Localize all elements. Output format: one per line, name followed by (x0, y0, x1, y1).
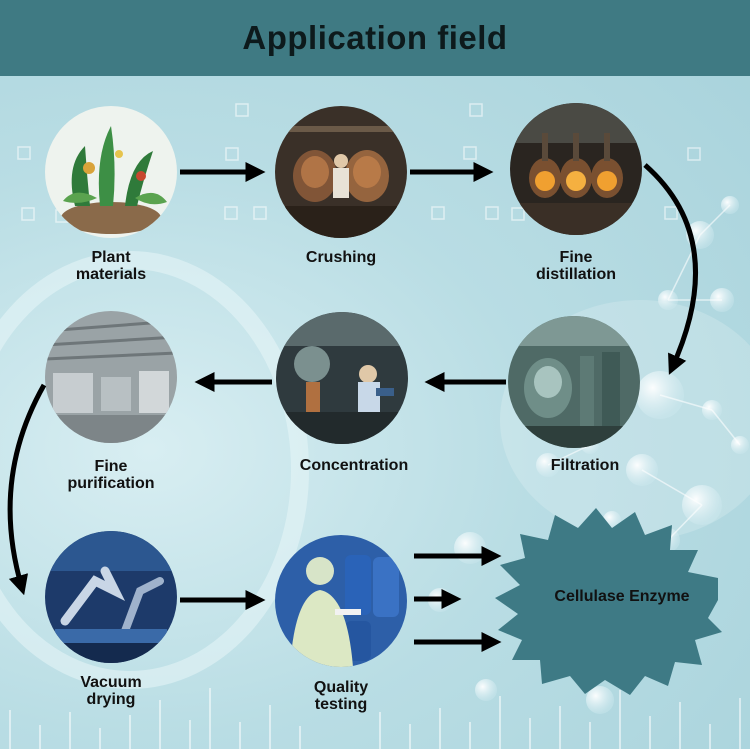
fine-purification-label: Fine purification (67, 458, 155, 492)
fine-distillation-label: Fine distillation (536, 249, 616, 283)
filtration-label: Filtration (550, 457, 620, 474)
arrow-distillation-to-filtration (643, 163, 698, 375)
header-bar: Application field (0, 0, 750, 76)
product-starburst (495, 508, 722, 695)
crushing-label: Crushing (305, 249, 377, 266)
vacuum-drying-label: Vacuum drying (80, 674, 142, 708)
plant-materials-image (45, 106, 177, 238)
vacuum-drying-image (45, 531, 177, 663)
arrow-purification-to-drying (7, 383, 47, 596)
concentration-label: Concentration (299, 457, 409, 474)
fine-purification-image (45, 311, 177, 443)
product-label: Cellulase Enzyme (554, 588, 690, 605)
quality-testing-label: Quality testing (313, 679, 369, 713)
crushing-image (275, 106, 407, 238)
page-title: Application field (242, 19, 508, 56)
quality-testing-image (275, 535, 407, 667)
plant-materials-label: Plant materials (75, 249, 147, 283)
